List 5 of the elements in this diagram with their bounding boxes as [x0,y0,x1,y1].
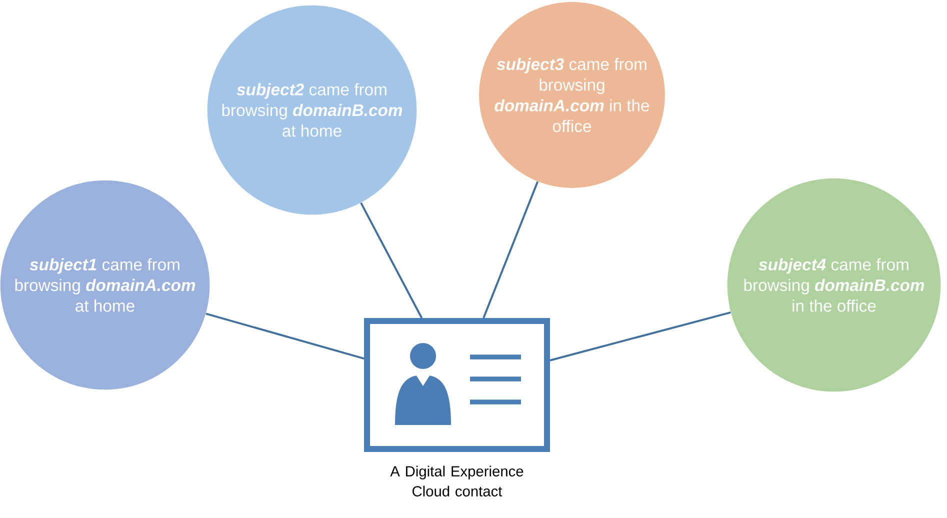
connector-line [550,311,731,362]
connector-line [360,202,423,318]
connector-line [206,312,364,360]
node-label: A Digital Experience Cloud contact [390,466,524,496]
connector-line [482,181,539,318]
